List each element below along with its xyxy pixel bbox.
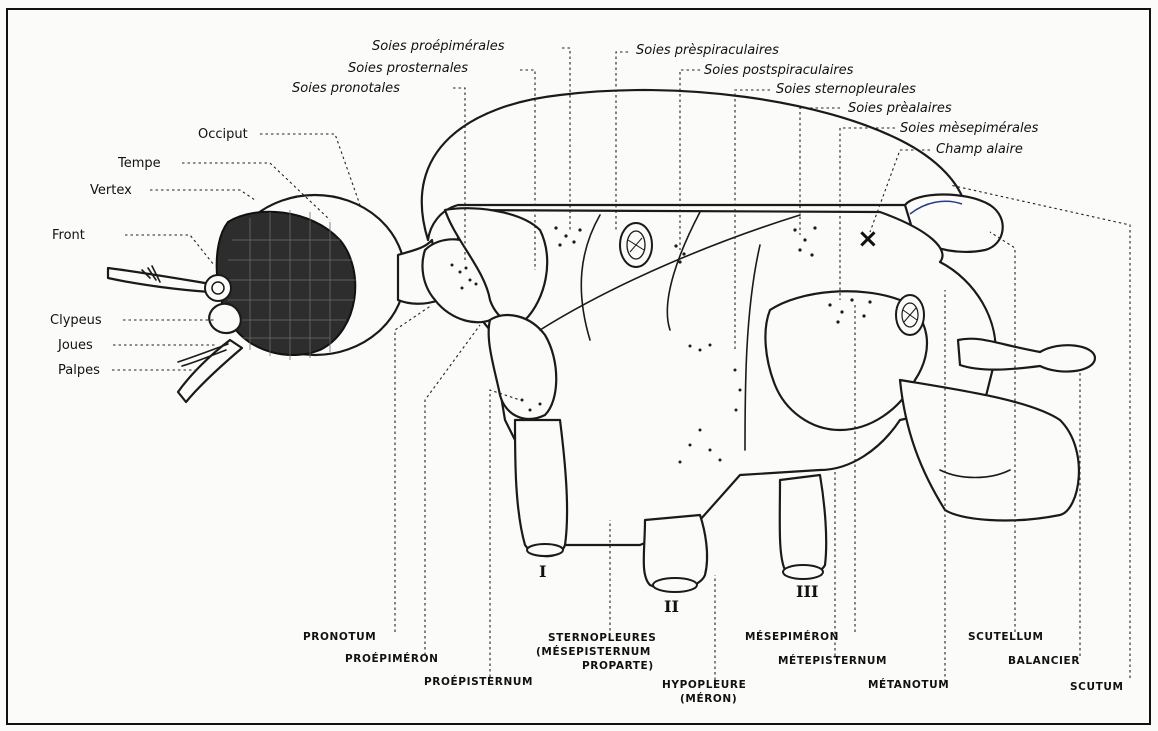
label-soies-proepimerales: Soies proépimérales <box>372 39 505 54</box>
label-soies-prosternales: Soies prosternales <box>348 61 468 76</box>
label-pronotum: PRONOTUM <box>303 631 376 643</box>
hindleg-coxa <box>780 475 826 575</box>
label-joues: Joues <box>57 338 93 353</box>
label-metanotum: MÉTANOTUM <box>868 678 949 691</box>
label-tempe: Tempe <box>117 156 161 171</box>
label-proepimeron: PROÉPIMÉRON <box>345 652 439 665</box>
antenna-base <box>205 275 231 301</box>
label-scutum: SCUTUM <box>1070 681 1124 693</box>
clypeus-lobe <box>209 304 241 333</box>
label-soies-postspiraculaires: Soies postspiraculaires <box>704 63 854 78</box>
label-soies-prealaires: Soies prèalaires <box>848 101 952 116</box>
anterior-spiracle <box>620 223 652 267</box>
label-leg-3: III <box>796 582 818 601</box>
label-soies-pronotales: Soies pronotales <box>292 81 400 96</box>
label-soies-prespiraculaires: Soies prèspiraculaires <box>636 43 779 58</box>
label-occiput: Occiput <box>198 127 248 142</box>
foreleg-coxa <box>515 420 567 556</box>
label-soies-sternopleurales: Soies sternopleurales <box>776 82 916 97</box>
label-balancier: BALANCIER <box>1008 655 1080 667</box>
label-leg-2: II <box>664 597 679 616</box>
label-front: Front <box>52 228 85 243</box>
label-sternopleures: STERNOPLEURES <box>548 632 656 644</box>
label-clypeus: Clypeus <box>50 313 102 328</box>
label-champ-alaire: Champ alaire <box>936 142 1023 157</box>
label-mesepimeron: MÉSEPIMÉRON <box>745 630 839 643</box>
wing-field-mark: × <box>857 224 879 254</box>
foreleg-cut <box>527 544 563 556</box>
label-palpes: Palpes <box>58 363 100 378</box>
hindleg-cut <box>783 565 823 579</box>
label-vertex: Vertex <box>90 183 132 198</box>
label-hypopleure: HYPOPLEURE <box>662 679 746 691</box>
label-proepisternum: PROÉPISTERNUM <box>424 675 533 688</box>
label-soies-mesepimerales: Soies mèsepimérales <box>900 121 1039 136</box>
label-sternopleures-proparte: PROPARTE) <box>582 660 654 672</box>
label-leg-1: I <box>539 562 546 581</box>
label-sternopleures-mesepisternum: (MÉSEPISTERNUM <box>536 645 651 658</box>
label-hypopleure-meron: (MÉRON) <box>680 692 737 705</box>
posterior-spiracle <box>896 295 924 335</box>
midleg-cut <box>653 578 697 592</box>
label-metepisternum: MÉTEPISTERNUM <box>778 654 887 667</box>
label-scutellum: SCUTELLUM <box>968 631 1044 643</box>
